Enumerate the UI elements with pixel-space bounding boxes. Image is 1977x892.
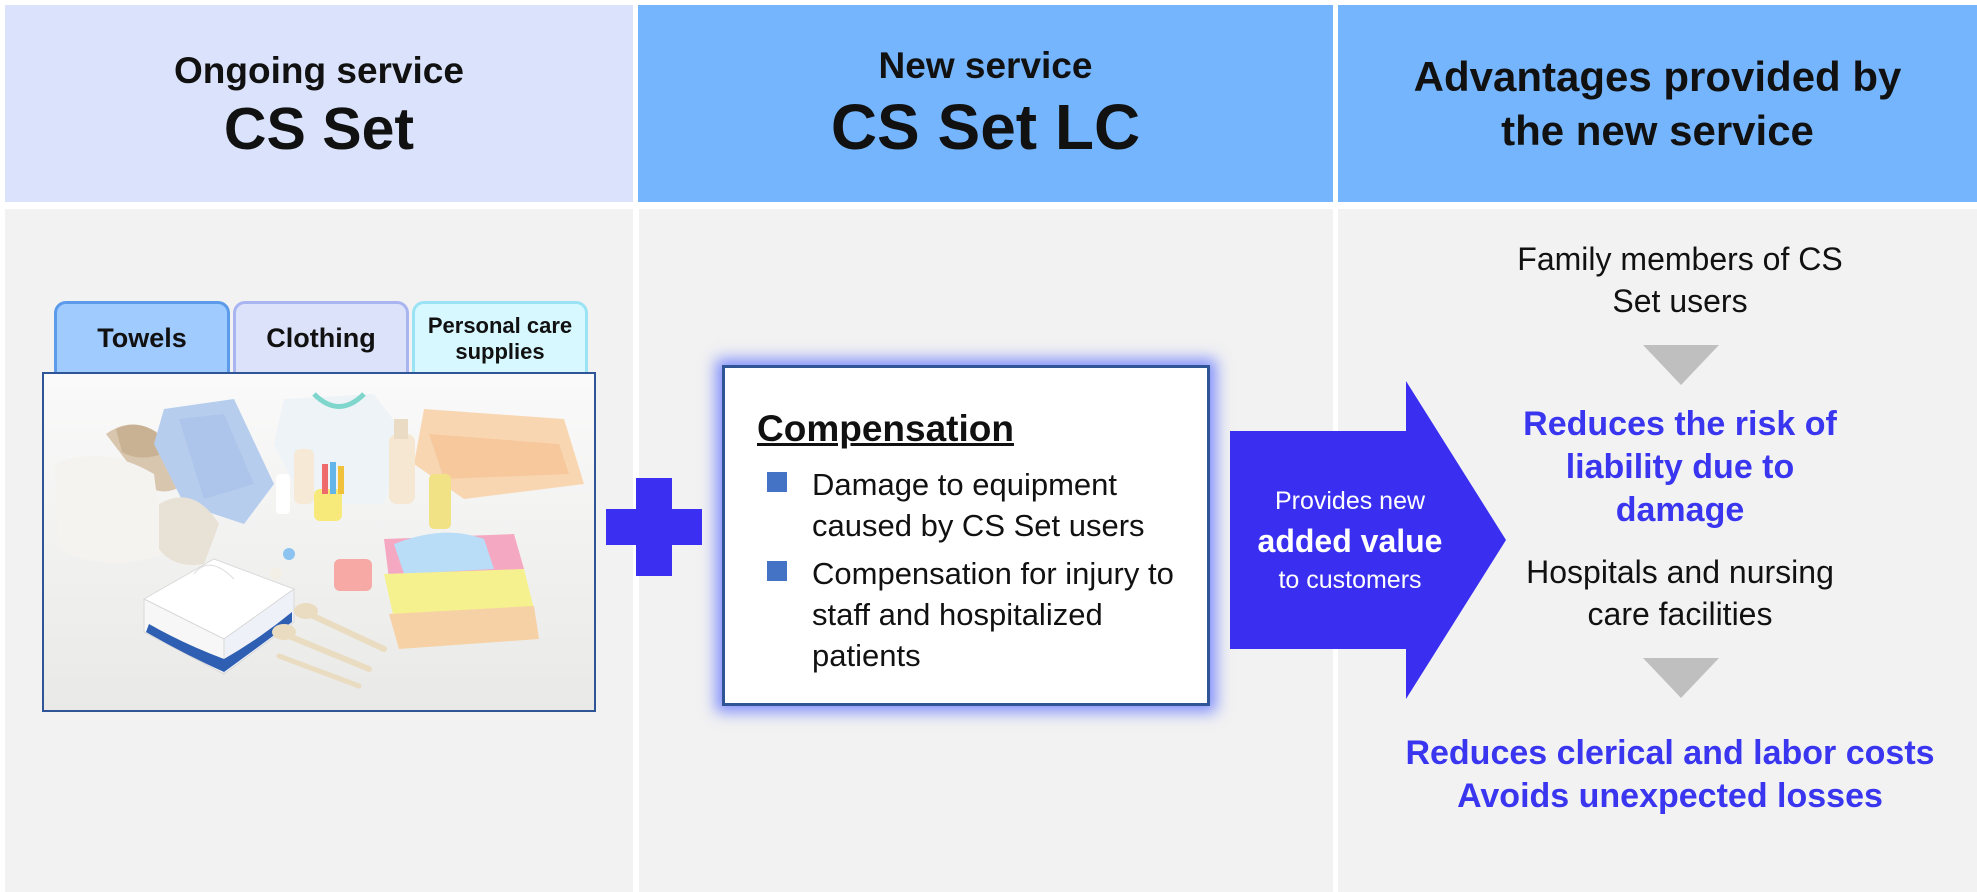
arrow-line2: added value: [1257, 523, 1443, 559]
bullet-square-icon: [767, 561, 787, 581]
supplies-photo: [42, 372, 596, 712]
value-arrow-icon: [1230, 381, 1506, 699]
tab-towels: Towels: [54, 301, 230, 373]
arrow-line1: Provides new: [1274, 487, 1426, 515]
compensation-item: Damage to equipment caused by CS Set use…: [812, 467, 1145, 543]
tab-personal-care: Personal care supplies: [412, 301, 588, 373]
header-advantages: [1338, 5, 1977, 202]
new-title: CS Set LC: [830, 90, 1141, 163]
compensation-item: Compensation for injury to staff and hos…: [812, 556, 1174, 673]
tab-personal-care-label: Personal care supplies: [427, 312, 573, 364]
advantages-title-line2: the new service: [1501, 106, 1814, 154]
ongoing-subtitle: Ongoing service: [174, 49, 464, 91]
reduces-costs-text: Reduces clerical and labor costs: [1405, 734, 1935, 772]
avoids-losses-text: Avoids unexpected losses: [1457, 777, 1883, 815]
reduces-risk-text: Reduces the risk of liability due to dam…: [1523, 405, 1837, 529]
bullet-square-icon: [767, 472, 787, 492]
family-members-text: Family members of CS Set users: [1517, 241, 1843, 319]
hospitals-text: Hospitals and nursing care facilities: [1526, 554, 1834, 632]
header-ongoing: [5, 5, 633, 202]
advantages-header-text: Advantages provided by the new service: [1338, 5, 1977, 202]
supplies-illustration: [44, 374, 594, 710]
tab-towels-label: Towels: [97, 323, 187, 353]
compensation-title: Compensation: [757, 408, 1014, 449]
compensation-box: Compensation Damage to equipment caused …: [722, 365, 1210, 706]
new-header-text: New service CS Set LC: [638, 5, 1333, 202]
down-triangle-icon: [1643, 658, 1719, 698]
header-new: [638, 5, 1333, 202]
down-triangle-icon: [1643, 345, 1719, 385]
ongoing-header-text: Ongoing service CS Set: [5, 5, 633, 202]
plus-icon: [606, 478, 702, 576]
arrow-line3: to customers: [1278, 566, 1422, 594]
tab-clothing-label: Clothing: [266, 323, 376, 353]
tab-clothing: Clothing: [233, 301, 409, 373]
new-subtitle: New service: [878, 44, 1093, 86]
ongoing-title: CS Set: [223, 95, 415, 162]
advantages-title-line1: Advantages provided by: [1413, 52, 1902, 100]
